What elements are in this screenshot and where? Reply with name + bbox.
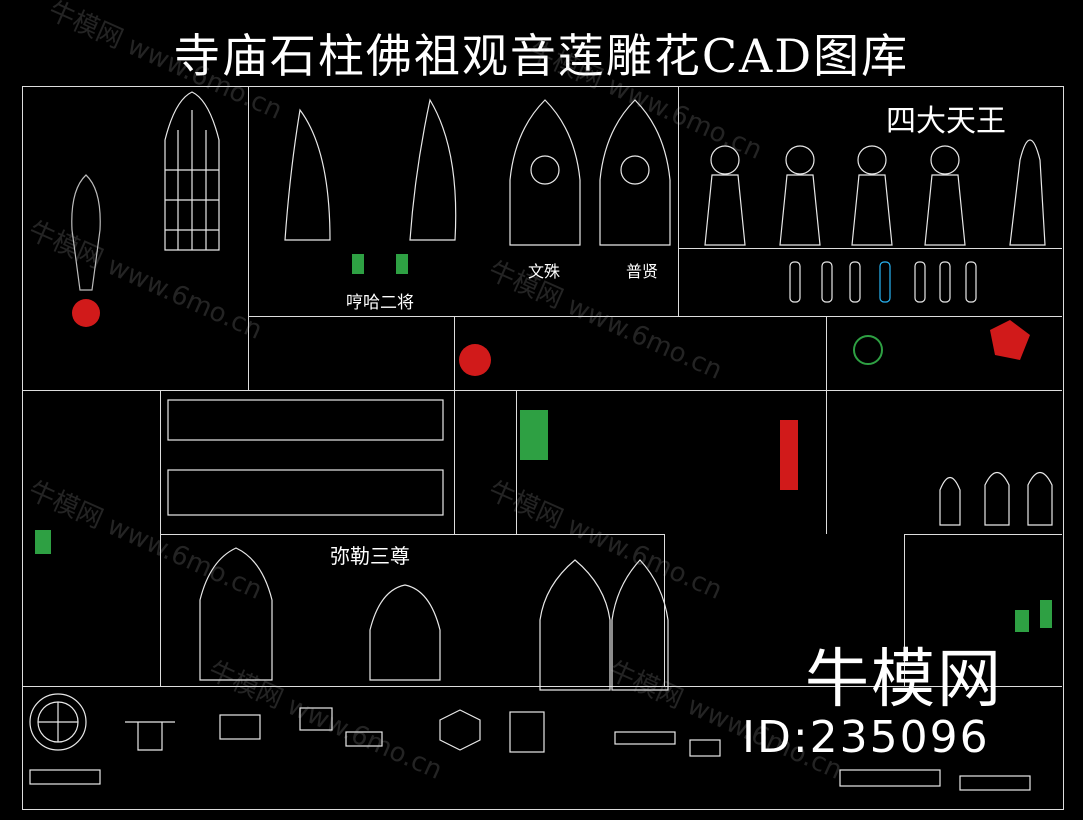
guardian-figure-icon [284,108,331,241]
grid-line [826,316,827,534]
grid-line [22,390,1062,391]
shrine-icon [939,471,1053,526]
maitreya-mandorla-icon [199,547,273,681]
architectural-detail-icon [29,707,1031,791]
label-two-generals: 哼哈二将 [346,293,414,313]
monk-figure-icon [789,261,977,303]
mandorla-icon [599,99,671,246]
grid-line [160,534,664,535]
grid-line [678,86,679,316]
grid-line [454,316,455,534]
grid-line [516,390,517,534]
grid-line [248,316,1062,317]
page-title: 寺庙石柱佛祖观音莲雕花CAD图库 [173,29,910,83]
grid-line [160,390,161,686]
heavenly-king-icon [704,139,1046,246]
guardian-figure-icon [409,98,457,241]
lotus-medallion-icon [29,693,87,751]
colored-elements [35,254,1052,632]
label-wenshu: 文殊 [528,262,561,281]
arhat-row-icon [167,399,444,516]
brand-watermark: 牛模网 [805,643,1003,717]
mandorla-icon [539,559,611,691]
grid-line [22,686,1062,687]
mandorla-icon [509,99,581,246]
grid-line [904,534,905,686]
grid-line [664,534,665,686]
label-puxian: 普贤 [626,262,659,281]
label-four-kings: 四大天王 [886,104,1006,139]
drawing-frame [22,86,1064,810]
label-maitreya: 弥勒三尊 [330,544,410,568]
pagoda-tower-icon [164,91,220,251]
grid-line [678,248,1062,249]
grid-line [248,86,249,390]
brand-id: ID:235096 [742,712,990,763]
buddha-statue-icon [71,174,101,291]
grid-line [904,534,1062,535]
mandorla-icon [611,559,669,691]
